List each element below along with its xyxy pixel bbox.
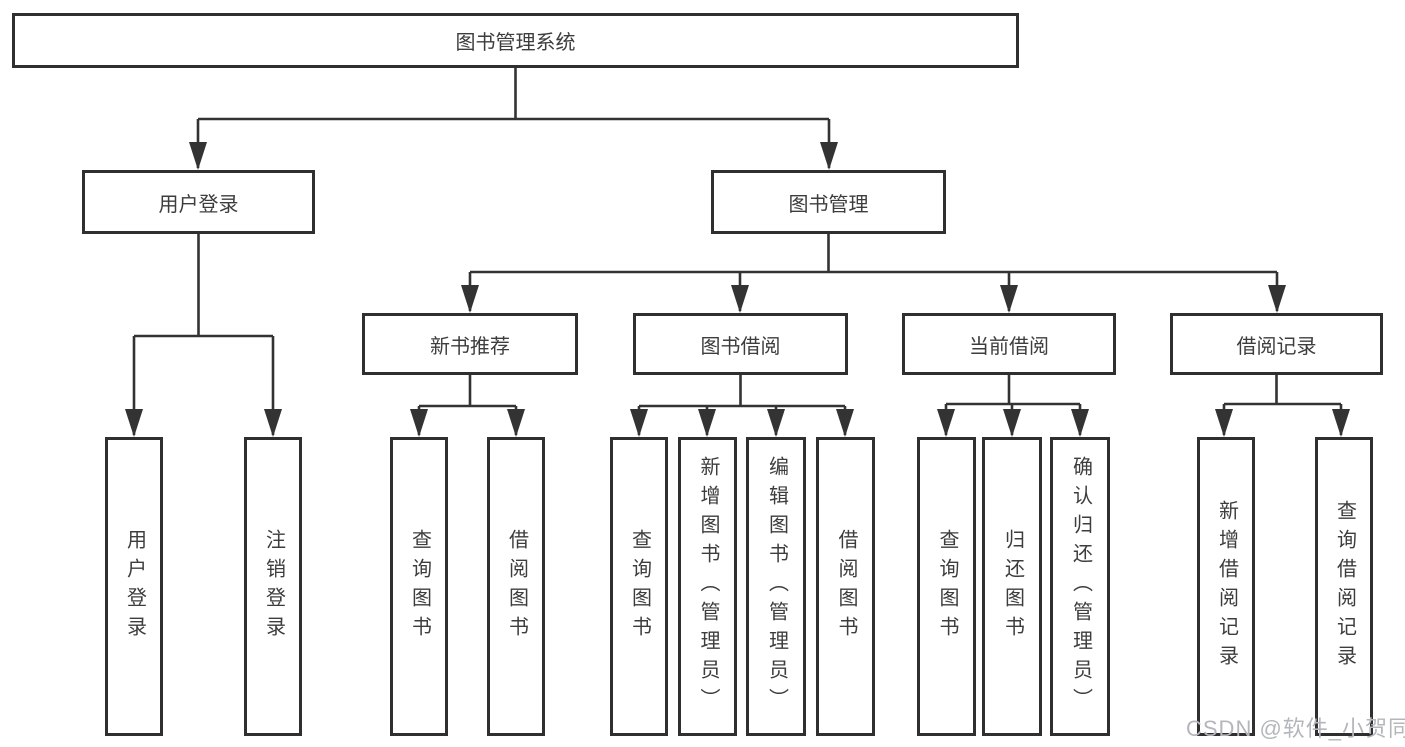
leaf-user-login: 用户登录 xyxy=(105,437,163,736)
connector-borrow-records-to-leaves xyxy=(1215,375,1350,437)
arrow-down-icon xyxy=(820,142,838,170)
arrow-down-icon xyxy=(1000,285,1018,313)
leaf-label: 确认归还（管理员） xyxy=(1069,456,1092,717)
arrow-down-icon xyxy=(1215,409,1233,437)
arrow-down-icon xyxy=(630,409,648,437)
connector-root-to-level1 xyxy=(189,68,838,170)
leaf-label: 查询图书 xyxy=(628,528,651,645)
leaf-borrow-books: 借阅图书 xyxy=(816,437,875,736)
arrow-down-icon xyxy=(937,409,955,437)
arrow-down-icon xyxy=(731,285,749,313)
leaf-label: 借阅图书 xyxy=(505,528,528,645)
node-borrow-records: 借阅记录 xyxy=(1170,313,1383,375)
arrow-down-icon xyxy=(836,409,854,437)
connector-book-management-to-level2 xyxy=(461,234,1286,313)
leaf-add-borrow-record: 新增借阅记录 xyxy=(1197,437,1255,736)
node-label: 借阅记录 xyxy=(1236,335,1317,358)
leaf-return-books: 归还图书 xyxy=(982,437,1042,736)
leaf-label: 归还图书 xyxy=(1001,528,1024,645)
node-label: 图书管理 xyxy=(788,193,869,216)
arrow-down-icon xyxy=(1268,285,1286,313)
node-book-management: 图书管理 xyxy=(711,170,946,234)
connector-book-borrow-to-leaves xyxy=(630,375,854,437)
arrow-down-icon xyxy=(264,409,282,437)
leaf-label: 借阅图书 xyxy=(835,528,857,645)
leaf-query-books-current: 查询图书 xyxy=(917,437,976,736)
node-label: 图书借阅 xyxy=(700,335,781,358)
leaf-label: 新增图书（管理员） xyxy=(697,456,719,717)
leaf-confirm-return-admin: 确认归还（管理员） xyxy=(1050,437,1110,736)
leaf-edit-books-admin: 编辑图书（管理员） xyxy=(746,437,806,736)
arrow-down-icon xyxy=(1071,409,1089,437)
node-book-borrow: 图书借阅 xyxy=(633,313,848,375)
leaf-label: 新增借阅记录 xyxy=(1215,499,1238,674)
node-label: 用户登录 xyxy=(158,193,239,216)
node-current-borrow: 当前借阅 xyxy=(902,313,1116,375)
arrow-down-icon xyxy=(125,409,143,437)
arrow-down-icon xyxy=(1332,409,1350,437)
node-user-login: 用户登录 xyxy=(82,170,315,234)
arrow-down-icon xyxy=(461,285,479,313)
leaf-add-books-admin: 新增图书（管理员） xyxy=(678,437,737,736)
leaf-label: 注销登录 xyxy=(262,528,285,645)
arrow-down-icon xyxy=(189,142,207,170)
node-label: 当前借阅 xyxy=(969,335,1049,358)
leaf-borrow-books-recommend: 借阅图书 xyxy=(487,437,545,736)
leaf-label: 编辑图书（管理员） xyxy=(765,456,788,717)
leaf-label: 查询借阅记录 xyxy=(1333,499,1356,674)
node-system-root: 图书管理系统 xyxy=(12,13,1019,68)
leaf-label: 查询图书 xyxy=(936,528,958,645)
leaf-label: 查询图书 xyxy=(408,528,431,645)
connector-new-book-recommend-to-leaves xyxy=(410,375,525,437)
node-new-book-recommend: 新书推荐 xyxy=(362,313,578,375)
leaf-logout: 注销登录 xyxy=(244,437,302,736)
arrow-down-icon xyxy=(767,409,785,437)
leaf-query-books-borrow: 查询图书 xyxy=(610,437,668,736)
leaf-label: 用户登录 xyxy=(123,528,146,645)
arrow-down-icon xyxy=(410,409,428,437)
leaf-query-books-recommend: 查询图书 xyxy=(390,437,448,736)
arrow-down-icon xyxy=(507,409,525,437)
connector-current-borrow-to-leaves xyxy=(937,375,1089,437)
arrow-down-icon xyxy=(1003,409,1021,437)
leaf-query-borrow-record: 查询借阅记录 xyxy=(1315,437,1373,736)
connector-user-login-to-leaves xyxy=(125,234,282,437)
arrow-down-icon xyxy=(698,409,716,437)
watermark: CSDN @软件_小贺同学 xyxy=(1186,716,1405,741)
node-label: 图书管理系统 xyxy=(455,32,576,54)
node-label: 新书推荐 xyxy=(430,335,510,358)
